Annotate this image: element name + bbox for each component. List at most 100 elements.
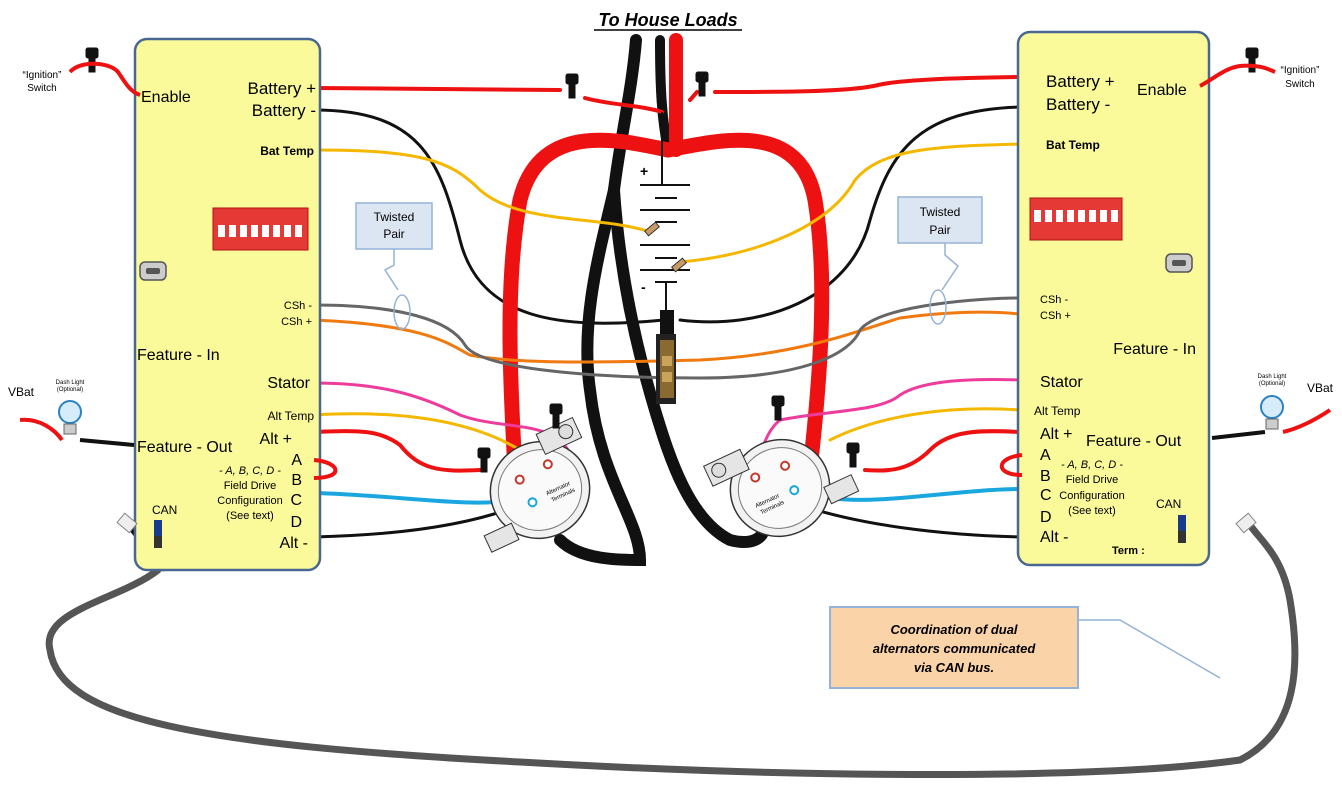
terminal-d-label: D: [1040, 509, 1052, 526]
field-drive-line2: Field Drive: [1066, 474, 1119, 486]
usb-connector-icon: [1165, 253, 1193, 273]
house-load-cables: [608, 33, 683, 196]
field-drive-line1: - A, B, C, D -: [1061, 459, 1123, 471]
field-drive-line3: Configuration: [217, 495, 282, 507]
terminal-c-label: C: [290, 492, 302, 509]
twisted-label: Twisted: [374, 210, 415, 224]
ground-cables: [312, 105, 1022, 567]
terminal-a-label: A: [291, 452, 302, 469]
alt-pos-label: Alt +: [1040, 426, 1072, 443]
twisted-pair-callout-right: Twisted Pair: [897, 196, 983, 325]
right-regulator-module: Battery + Enable Battery - Bat Temp CSh …: [999, 30, 1211, 567]
term-label: Term :: [1112, 545, 1145, 557]
battery-pos-label: Battery +: [1046, 72, 1115, 91]
battery-neg-label: Battery -: [1046, 95, 1110, 114]
field-drive-line4: (See text): [226, 510, 274, 522]
vbat-label: VBat: [1307, 381, 1334, 395]
pair-label: Pair: [929, 223, 950, 237]
ignition-label: “Ignition”: [23, 70, 62, 81]
coordination-note: Coordination of dual alternators communi…: [829, 606, 1221, 689]
enable-label: Enable: [141, 89, 191, 106]
note-line-1: Coordination of dual: [890, 622, 1017, 637]
fuse-icon: [565, 73, 579, 99]
feature-in-label: Feature - In: [1113, 341, 1196, 358]
alt-neg-label: Alt -: [280, 535, 308, 552]
note-line-3: via CAN bus.: [914, 660, 994, 675]
battery-pos-label: Battery +: [247, 79, 316, 98]
bulb-icon: [58, 400, 82, 424]
csh-neg-label: CSh -: [284, 300, 312, 312]
twisted-pair-callout-left: Twisted Pair: [355, 202, 433, 330]
feature-out-label: Feature - Out: [1086, 433, 1182, 450]
fuse-icon: [85, 47, 99, 73]
alt-temp-label: Alt Temp: [1034, 404, 1081, 418]
dash-light-right: VBat Dash Light (Optional): [1211, 374, 1334, 440]
dash-light-label: Dash Light: [1258, 374, 1287, 380]
stator-label: Stator: [1040, 374, 1083, 391]
fuse-icon: [477, 447, 491, 473]
bat-temp-label: Bat Temp: [260, 144, 314, 158]
twisted-label: Twisted: [920, 205, 961, 219]
dip-switch-icon: [212, 207, 309, 251]
can-bus-cable: [45, 521, 1299, 778]
can-label: CAN: [1156, 497, 1181, 511]
terminal-c-label: C: [1040, 487, 1052, 504]
alt-neg-label: Alt -: [1040, 529, 1068, 546]
current-shunt: [656, 310, 676, 404]
rj45-plug-right-icon: [1235, 512, 1257, 534]
field-drive-line1: - A, B, C, D -: [219, 465, 281, 477]
bat-temp-sensor-right: [671, 257, 687, 273]
pair-label: Pair: [383, 227, 404, 241]
jumper-ab-left: [313, 458, 338, 480]
fuse-icon: [1245, 47, 1259, 73]
fuse-icon: [695, 71, 709, 97]
alt-temp-label: Alt Temp: [268, 409, 315, 423]
dash-light-label: Dash Light: [56, 380, 85, 386]
left-regulator-module: Enable Battery + Battery - Bat Temp CSh …: [133, 37, 338, 572]
csh-neg-label: CSh -: [1040, 294, 1068, 306]
can-connector-icon: [154, 520, 162, 548]
battery-minus-label: -: [641, 279, 646, 295]
battery-symbol: [640, 112, 690, 320]
bat-temp-label: Bat Temp: [1046, 138, 1100, 152]
bulb-icon: [1260, 395, 1284, 419]
ignition-switch-left: “Ignition” Switch: [23, 61, 141, 97]
enable-label: Enable: [1137, 82, 1187, 99]
fuse-icon: [846, 442, 860, 468]
note-line-2: alternators communicated: [873, 641, 1037, 656]
battery-plus-label: +: [640, 163, 648, 179]
terminal-a-label: A: [1040, 447, 1051, 464]
rj45-plug-left-icon: [116, 512, 138, 534]
fuse-icon: [771, 395, 785, 421]
terminal-b-label: B: [291, 472, 302, 489]
field-drive-line2: Field Drive: [224, 480, 277, 492]
alt-pos-label: Alt +: [260, 431, 292, 448]
vbat-label: VBat: [8, 385, 35, 399]
feature-in-label: Feature - In: [137, 347, 220, 364]
optional-label: (Optional): [1259, 381, 1285, 387]
csh-pos-label: CSh +: [281, 316, 312, 328]
alternator-right: Alternator Terminals: [702, 438, 860, 538]
ignition-label: “Ignition”: [1281, 65, 1320, 76]
usb-connector-icon: [139, 261, 167, 281]
signal-wires: [312, 142, 1022, 505]
ignition-switch-right: “Ignition” Switch: [1199, 63, 1320, 90]
csh-pos-label: CSh +: [1040, 310, 1071, 322]
field-drive-line3: Configuration: [1059, 490, 1124, 502]
dip-switch-icon: [1029, 197, 1123, 241]
alternator-left: Alternator Terminals: [483, 416, 591, 553]
switch-label: Switch: [27, 83, 56, 94]
bat-temp-sensor-left: [644, 221, 660, 237]
terminal-d-label: D: [290, 514, 302, 531]
can-connector-icon: [1178, 515, 1186, 543]
battery-neg-label: Battery -: [252, 101, 316, 120]
feature-out-label: Feature - Out: [137, 439, 233, 456]
page-title: To House Loads: [598, 10, 737, 30]
dash-light-left: VBat Dash Light (Optional): [8, 380, 135, 447]
field-drive-line4: (See text): [1068, 505, 1116, 517]
can-label: CAN: [152, 503, 177, 517]
stator-label: Stator: [267, 375, 310, 392]
switch-label: Switch: [1285, 79, 1314, 90]
jumper-ab-right: [999, 453, 1023, 477]
